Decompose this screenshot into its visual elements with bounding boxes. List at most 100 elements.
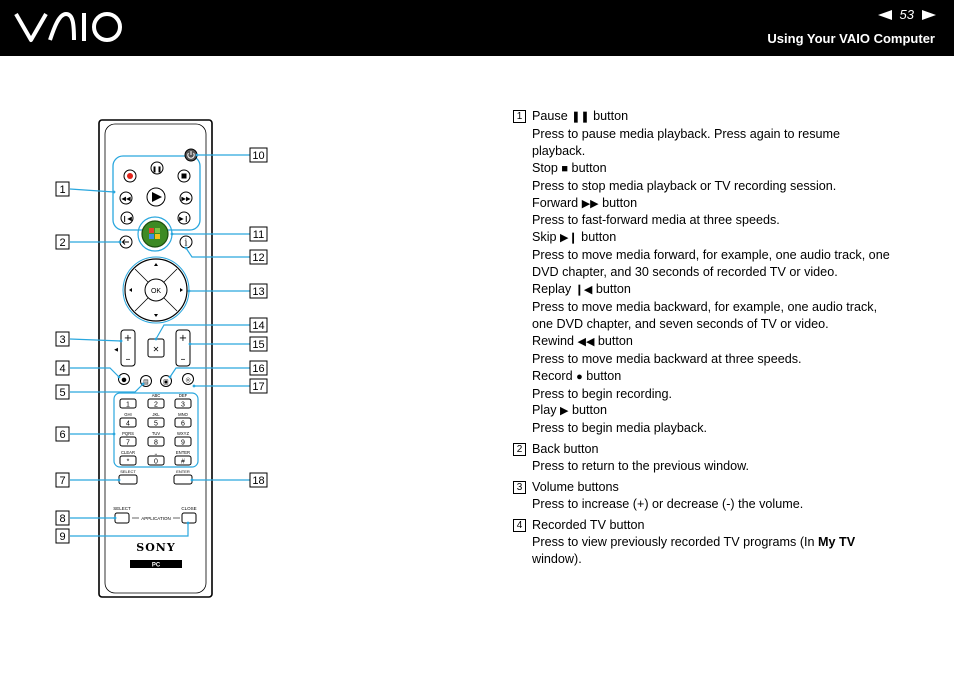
transport-buttons: ❚❚ ◀◀ ▶▶ ❙◀ ▶❙ xyxy=(119,161,193,225)
callout-box xyxy=(249,147,268,163)
keypad-key[interactable] xyxy=(174,455,192,466)
line-text: Recorded TV button xyxy=(532,517,645,532)
callout-number: 2 xyxy=(59,237,65,249)
svg-text:i: i xyxy=(185,239,188,249)
volume-rocker[interactable] xyxy=(120,329,136,367)
line-text: Replay xyxy=(532,282,575,297)
description-line: Press to move media backward, for exampl… xyxy=(532,299,933,316)
svg-text:◎: ◎ xyxy=(185,377,190,384)
callout-number: 10 xyxy=(252,150,264,162)
svg-text:◀◀: ◀◀ xyxy=(121,196,131,203)
description-line: Press to fast-forward media at three spe… xyxy=(532,212,933,229)
line-text: Skip xyxy=(532,230,560,245)
callout-box xyxy=(55,331,70,347)
description-line: Skip ▶❙ button xyxy=(532,229,933,247)
select-button[interactable] xyxy=(114,512,130,524)
page-header: 53 Using Your VAIO Computer xyxy=(0,0,954,56)
keypad-letters: DEF xyxy=(179,393,188,398)
section-title: Using Your VAIO Computer xyxy=(767,31,935,46)
keypad-key[interactable] xyxy=(174,417,192,428)
live-tv-button[interactable] xyxy=(160,375,172,387)
keypad-key-label: 2 xyxy=(154,402,158,409)
keypad-letters: WXYZ xyxy=(177,431,190,436)
description-line: Forward ▶▶ button xyxy=(532,195,933,213)
description-line: Press to stop media playback or TV recor… xyxy=(532,178,933,195)
line-text: DVD chapter, and 30 seconds of recorded … xyxy=(532,265,838,280)
previous-page-icon[interactable] xyxy=(877,9,892,20)
entry-number-box: 2 xyxy=(513,443,526,457)
keypad-key[interactable] xyxy=(119,436,137,447)
callout-box xyxy=(55,528,70,544)
keypad-letters: TUV xyxy=(152,431,161,436)
line-text: Press to begin recording. xyxy=(532,386,673,401)
pause-button[interactable] xyxy=(150,161,164,175)
description-line: Volume buttons xyxy=(532,479,933,496)
line-text: Press to increase (+) or decrease (-) th… xyxy=(532,496,804,511)
keypad-letters: ABC xyxy=(152,393,161,398)
next-page-icon[interactable] xyxy=(922,9,936,20)
remote-control-illustration: ❚❚ ◀◀ ▶▶ ❙◀ ▶❙ i OK + – ◀ ✕ xyxy=(55,119,268,598)
skip-button[interactable] xyxy=(177,211,191,225)
keypad-key[interactable] xyxy=(174,398,192,409)
close-button[interactable] xyxy=(181,512,197,524)
dvd-menu-button[interactable] xyxy=(182,373,194,385)
callout-box xyxy=(55,384,70,400)
description-line: Press to move media forward, for example… xyxy=(532,247,933,264)
replay-button[interactable] xyxy=(120,211,134,225)
callout-box xyxy=(55,426,70,442)
description-line: window). xyxy=(532,551,933,568)
keypad-key[interactable] xyxy=(119,398,137,409)
select-label: SELECT xyxy=(113,506,131,511)
keypad-key-label: # xyxy=(181,459,185,466)
description-line: Recorded TV button xyxy=(532,517,933,534)
select-label-top: SELECT xyxy=(120,469,136,474)
line-text: Press to pause media playback. Press aga… xyxy=(532,126,841,141)
rewind-button[interactable] xyxy=(119,191,133,205)
line-text-suffix: button xyxy=(594,333,633,348)
callout-number: 18 xyxy=(252,475,264,487)
forward-button[interactable] xyxy=(179,191,193,205)
line-text-suffix: button xyxy=(592,282,631,297)
keypad-letters: MNO xyxy=(178,412,189,417)
keypad-key[interactable] xyxy=(119,417,137,428)
pc-label: PC xyxy=(152,563,161,569)
line-bold-text: My TV xyxy=(818,534,856,549)
keypad-key[interactable] xyxy=(119,455,137,466)
line-text: Stop xyxy=(532,160,562,175)
callout-number: 8 xyxy=(59,513,65,525)
callout-number: 15 xyxy=(252,339,264,351)
button-symbol-icon: ▶❙ xyxy=(560,232,578,245)
keypad-key[interactable] xyxy=(147,455,165,466)
line-text: Press to move media backward, for exampl… xyxy=(532,299,878,314)
svg-text:✕: ✕ xyxy=(153,345,160,354)
keypad-key[interactable] xyxy=(147,436,165,447)
keypad-key[interactable] xyxy=(147,417,165,428)
callout-number: 11 xyxy=(253,229,264,241)
keypad-key[interactable] xyxy=(174,436,192,447)
line-text-suffix: button xyxy=(568,403,607,418)
line-text: Press to move media backward at three sp… xyxy=(532,351,802,366)
keypad-key[interactable] xyxy=(147,398,165,409)
enter-button[interactable] xyxy=(173,474,193,485)
callout-box xyxy=(249,317,268,333)
svg-text:▶❙: ▶❙ xyxy=(179,216,189,223)
clear-button[interactable] xyxy=(118,474,138,485)
recorded-tv-button[interactable] xyxy=(118,373,130,385)
line-text: Back button xyxy=(532,442,599,457)
callout-number: 14 xyxy=(252,320,264,332)
line-text: Play xyxy=(532,403,560,418)
callout-box xyxy=(249,378,268,394)
line-text: Forward xyxy=(532,195,582,210)
callout-number: 5 xyxy=(59,387,65,399)
line-text: Press to view previously recorded TV pro… xyxy=(532,534,819,549)
keypad-letters: GHI xyxy=(124,412,131,417)
keypad-key-label: 9 xyxy=(181,440,185,447)
ok-button[interactable] xyxy=(144,278,168,302)
line-text: one DVD chapter, and seven seconds of TV… xyxy=(532,316,829,331)
channel-rocker[interactable] xyxy=(175,329,191,367)
entry-number-box: 4 xyxy=(513,518,526,532)
